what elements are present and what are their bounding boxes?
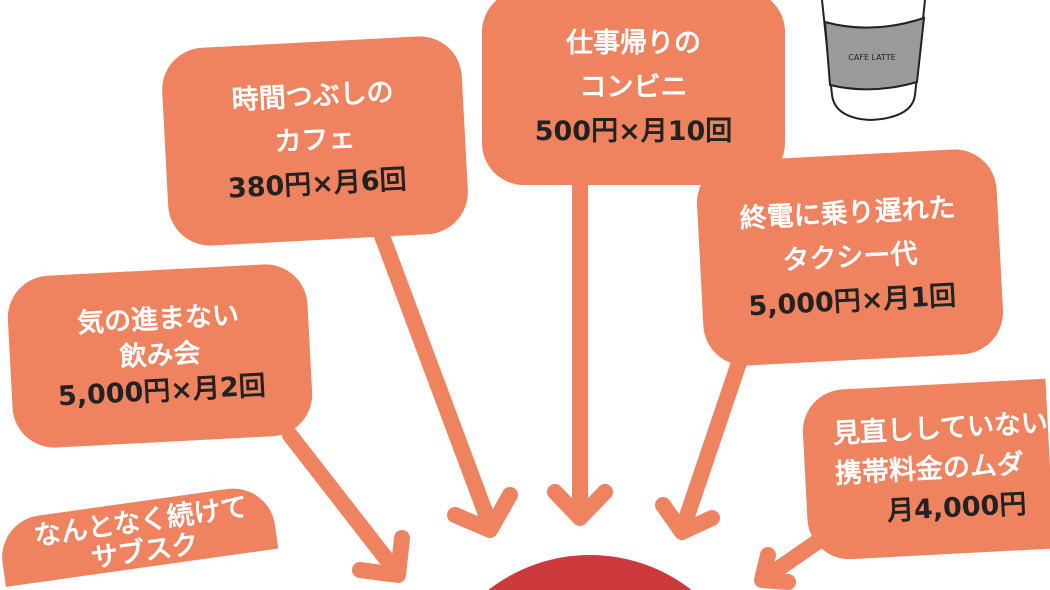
item-line: コンビニ <box>579 71 688 103</box>
item-nomikai: 気の進まない 飲み会 5,000円×月2回 <box>5 262 315 450</box>
arrow-konbini <box>547 167 613 526</box>
item-line: 仕事帰りの <box>566 27 701 59</box>
arrow-nomikai <box>282 427 410 583</box>
item-amount: 500円×月10回 <box>534 115 733 147</box>
arrow-taxi <box>655 337 753 540</box>
arrow-cafe <box>370 217 518 538</box>
item-mobile: 見直ししていない 携帯料金のムダ 月4,000円 <box>800 378 1050 562</box>
cup-label: CAFE LATTE <box>848 53 895 62</box>
item-taxi: 終電に乗り遅れた タクシー代 5,000円×月1回 <box>694 147 1006 368</box>
item-konbini: 仕事帰りの コンビニ 500円×月10回 <box>482 0 785 185</box>
total-circle <box>488 555 692 590</box>
item-cafe: 時間つぶしの カフェ 380円×月6回 <box>160 34 470 248</box>
coffee-cup-illustration: CAFE LATTE <box>821 0 926 122</box>
